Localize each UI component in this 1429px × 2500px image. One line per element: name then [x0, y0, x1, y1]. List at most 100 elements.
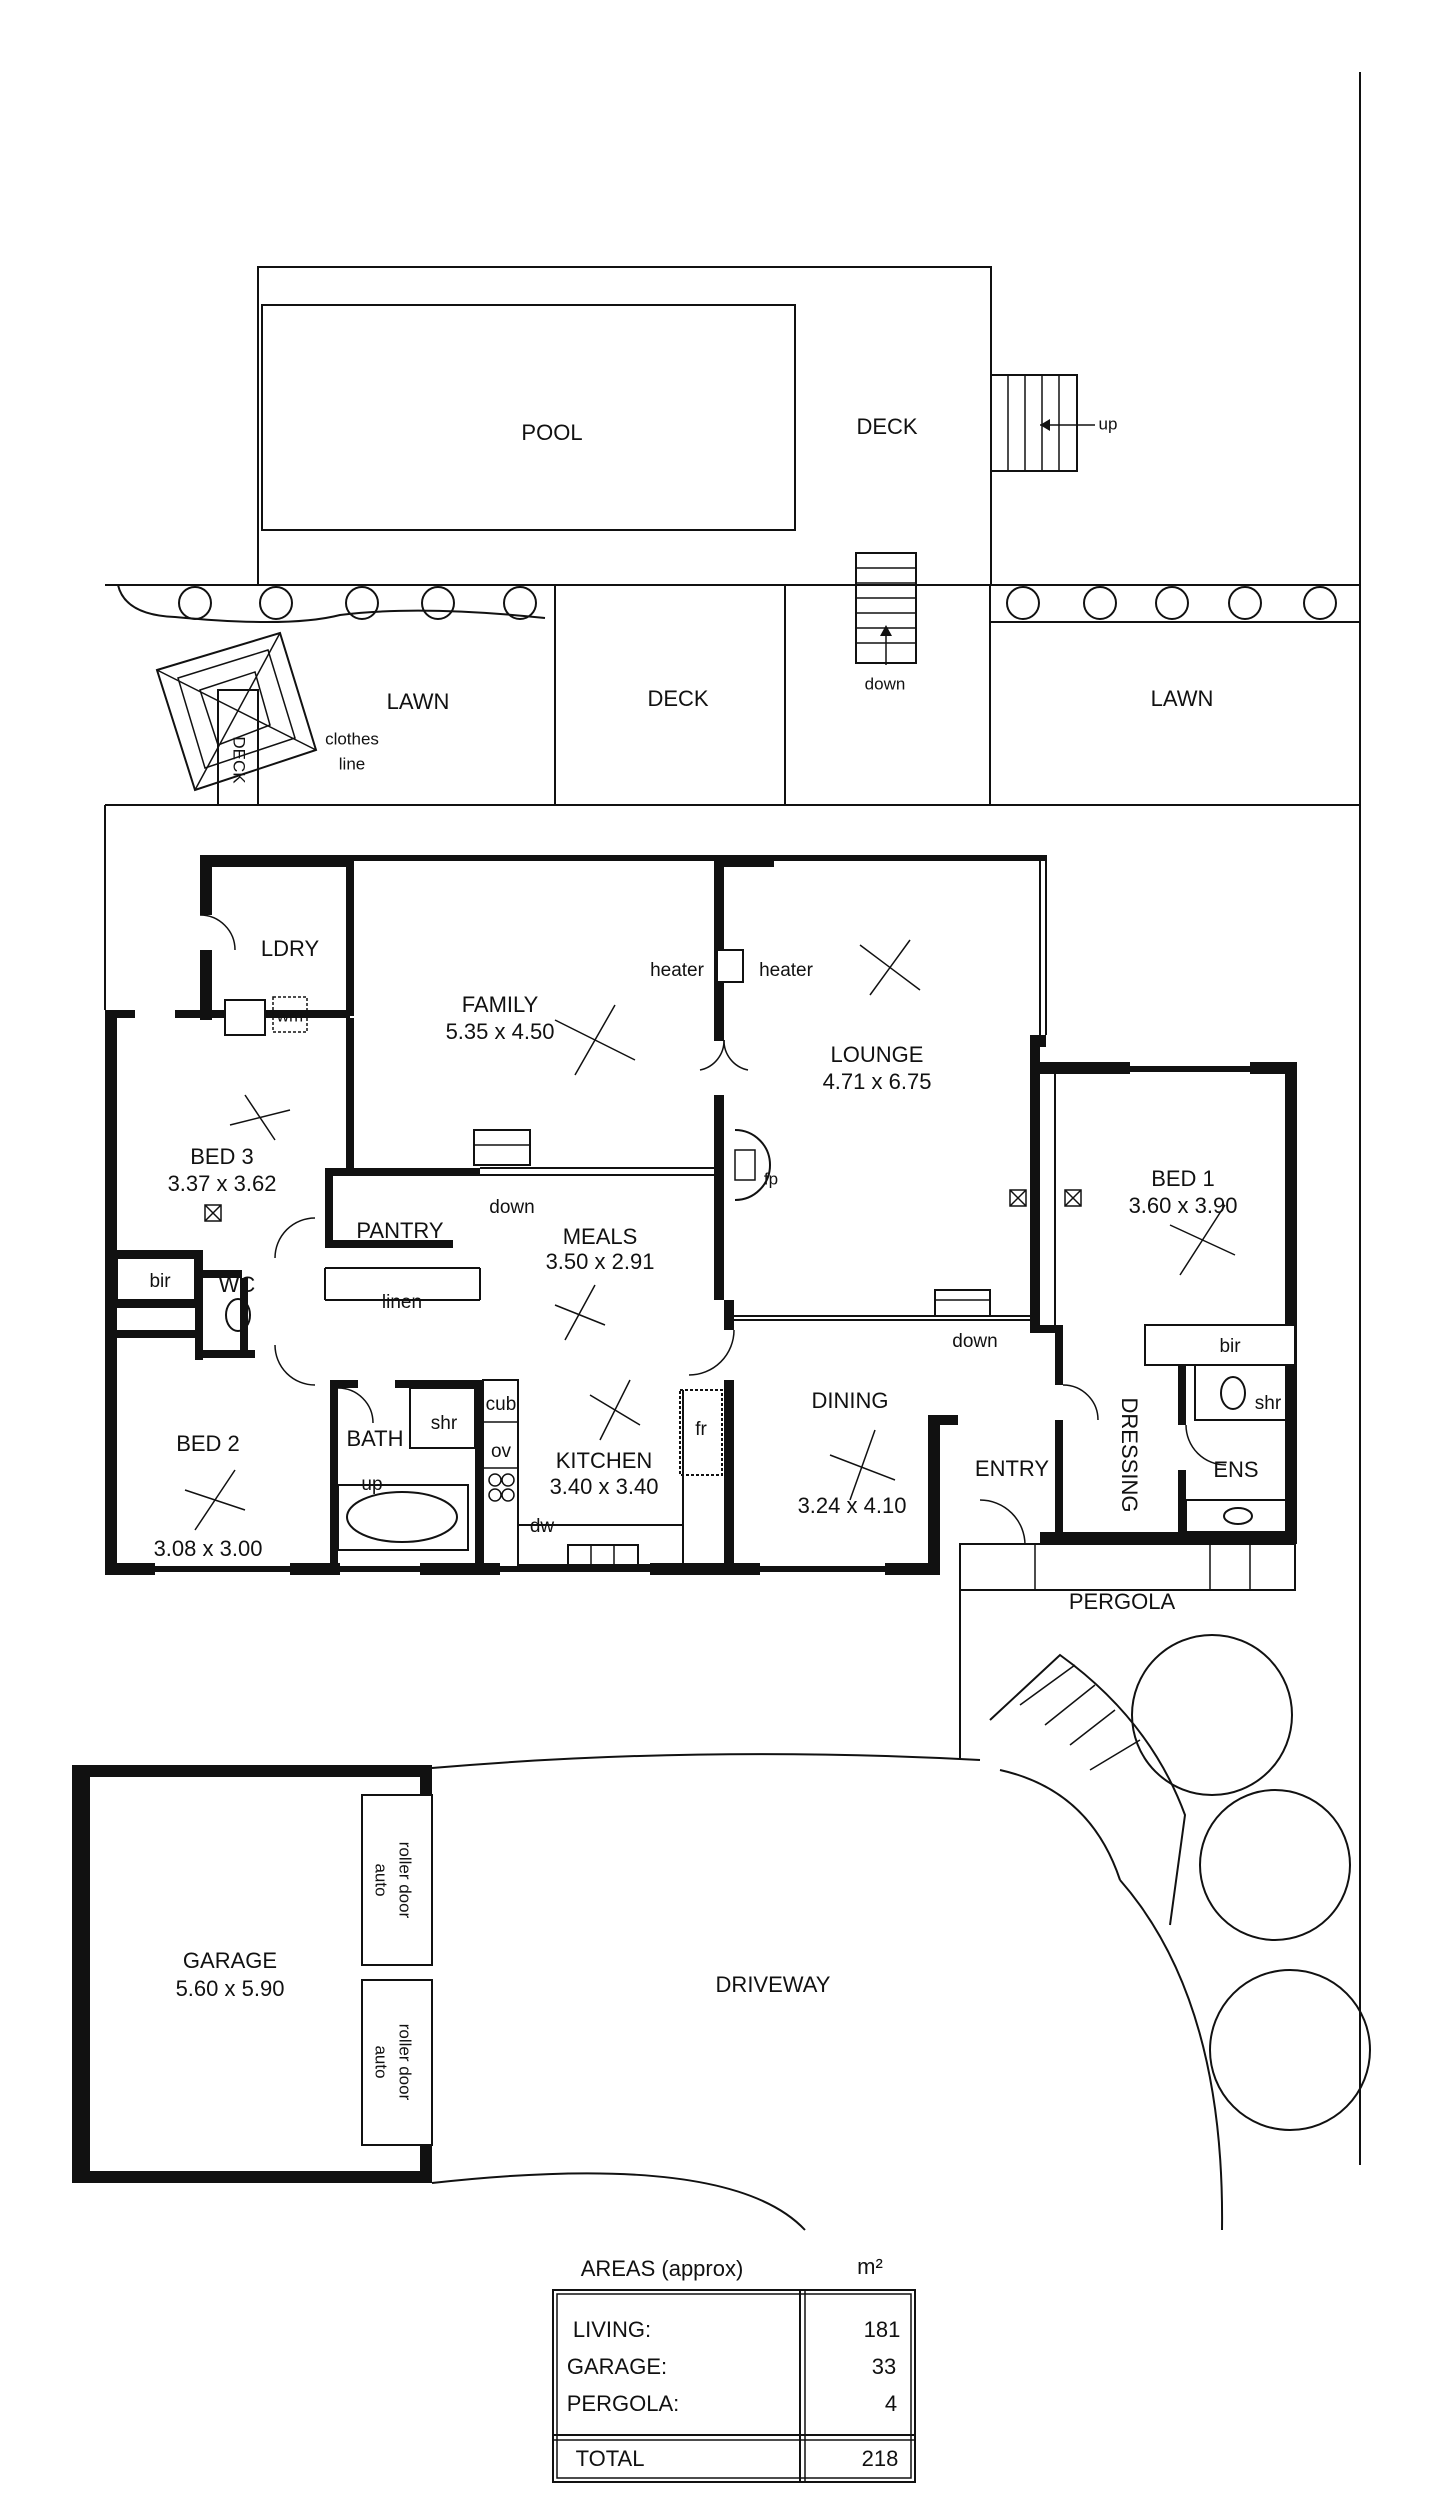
- wm-label: wm: [276, 1006, 303, 1025]
- ens-label: ENS: [1213, 1457, 1258, 1482]
- areas-title: AREAS (approx): [581, 2256, 744, 2281]
- ens-toilet-icon: [1220, 1376, 1246, 1410]
- lounge-size: 4.71 x 6.75: [823, 1069, 932, 1094]
- roller-door-2-auto: auto: [372, 2045, 391, 2078]
- roller-door-1-auto: auto: [372, 1863, 391, 1896]
- washing-machine: [272, 996, 308, 1033]
- ov-label: ov: [491, 1441, 512, 1462]
- ldry-label: LDRY: [261, 936, 320, 961]
- driveway-label: DRIVEWAY: [716, 1972, 831, 1997]
- heater-icon: [716, 949, 744, 983]
- laundry-tub: [224, 999, 266, 1036]
- kitchen-bench-left: [482, 1379, 519, 1571]
- shr-ens-label: shr: [1255, 1393, 1282, 1414]
- fp-label: fp: [764, 1169, 778, 1188]
- hedge-right: [1006, 586, 1337, 620]
- fridge-icon: [679, 1389, 723, 1476]
- bed3-size: 3.37 x 3.62: [168, 1171, 277, 1196]
- entry-steps: [989, 1653, 1224, 2231]
- roller-door-2: [361, 1979, 433, 2146]
- clothes-label: clothes: [325, 729, 379, 748]
- heater-right-label: heater: [759, 960, 814, 981]
- area-row-living-value: 181: [864, 2317, 901, 2342]
- down-meals-label: down: [489, 1197, 534, 1218]
- area-row-living-label: LIVING:: [573, 2317, 651, 2342]
- dining-size: 3.24 x 4.10: [798, 1493, 907, 1518]
- fireplace-icon: [734, 1129, 771, 1201]
- area-row-garage-label: GARAGE:: [567, 2354, 667, 2379]
- bed1-label: BED 1: [1151, 1166, 1215, 1191]
- deck-small-label: DECK: [230, 736, 249, 784]
- garage-size: 5.60 x 5.90: [176, 1976, 285, 2001]
- bed2-size: 3.08 x 3.00: [154, 1536, 263, 1561]
- sink-icon: [567, 1544, 639, 1566]
- bed3-label: BED 3: [190, 1144, 254, 1169]
- dining-label: DINING: [812, 1388, 889, 1413]
- bir-left-label: bir: [149, 1271, 171, 1292]
- wc-label: WC: [219, 1272, 256, 1297]
- heater-left-label: heater: [650, 960, 705, 981]
- entry-label: ENTRY: [975, 1456, 1049, 1481]
- bir-right-label: bir: [1219, 1336, 1241, 1357]
- clothes-line-icon: [155, 631, 318, 806]
- area-row-pergola-value: 4: [885, 2391, 897, 2416]
- dressing-label: DRESSING: [1117, 1398, 1142, 1513]
- down-label: down: [865, 674, 906, 693]
- steps-down: [855, 552, 917, 665]
- house-walls: [105, 855, 1297, 1575]
- roller-door-2-label: roller door: [396, 2024, 415, 2101]
- toilet-icon: [225, 1298, 251, 1332]
- lawn-right-label: LAWN: [1151, 686, 1214, 711]
- areas-table: AREAS (approx) m² LIVING: 181 GARAGE: 33…: [552, 2254, 916, 2483]
- pool-area: [257, 266, 1095, 665]
- pantry-label: PANTRY: [356, 1218, 444, 1243]
- meals-size: 3.50 x 2.91: [546, 1249, 655, 1274]
- lawn-left-label: LAWN: [387, 689, 450, 714]
- fr-label: fr: [695, 1419, 707, 1440]
- meals-label: MEALS: [563, 1224, 638, 1249]
- bed2-label: BED 2: [176, 1431, 240, 1456]
- roller-door-1: [361, 1794, 433, 1966]
- tree-icons: [1131, 1634, 1371, 2131]
- family-size: 5.35 x 4.50: [446, 1019, 555, 1044]
- stairs-meals: [473, 1129, 531, 1166]
- areas-unit: m²: [857, 2254, 883, 2279]
- ens-basin-icon: [1223, 1507, 1253, 1525]
- linen-label: linen: [382, 1292, 422, 1313]
- lounge-label: LOUNGE: [831, 1042, 924, 1067]
- ens-shower: [1194, 1364, 1291, 1421]
- area-row-garage-value: 33: [872, 2354, 896, 2379]
- pergola-label: PERGOLA: [1069, 1589, 1176, 1614]
- shr-bath-label: shr: [431, 1413, 458, 1434]
- area-total-value: 218: [862, 2446, 899, 2471]
- bathtub-icon: [337, 1484, 469, 1551]
- family-label: FAMILY: [462, 992, 539, 1017]
- line-label: line: [339, 754, 365, 773]
- deck-top-label: DECK: [856, 414, 917, 439]
- dw-label: dw: [530, 1516, 555, 1537]
- deck-mid-label: DECK: [647, 686, 708, 711]
- fan-icons: [184, 939, 1236, 1531]
- bath-label: BATH: [346, 1426, 403, 1451]
- area-row-pergola-label: PERGOLA:: [567, 2391, 679, 2416]
- kitchen-label: KITCHEN: [556, 1448, 653, 1473]
- garage-label: GARAGE: [183, 1948, 277, 1973]
- kitchen-size: 3.40 x 3.40: [550, 1474, 659, 1499]
- up-bath-label: up: [361, 1474, 382, 1495]
- up-label: up: [1099, 414, 1118, 433]
- steps-up: [990, 374, 1095, 472]
- bed1-size: 3.60 x 3.90: [1129, 1193, 1238, 1218]
- down-dining-label: down: [952, 1331, 997, 1352]
- interior-walls: [117, 861, 1296, 1575]
- roller-door-1-label: roller door: [396, 1842, 415, 1919]
- area-total-label: TOTAL: [576, 2446, 645, 2471]
- fixtures: [116, 914, 1291, 1571]
- garage-walls: [72, 1765, 433, 2183]
- pool-outline: [261, 304, 796, 531]
- pergola: [959, 1543, 1296, 1760]
- hedge-left: [178, 586, 537, 620]
- cub-label: cub: [486, 1394, 517, 1415]
- stairs-dining: [934, 1289, 991, 1317]
- pool-label: POOL: [521, 420, 582, 445]
